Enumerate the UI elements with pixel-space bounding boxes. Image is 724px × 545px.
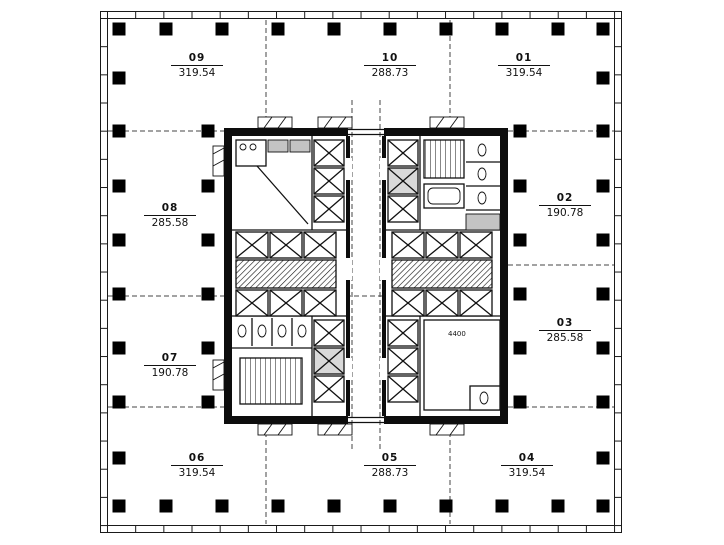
unit-label-04: 04 319.54 (501, 452, 553, 479)
facade-frame (100, 11, 622, 533)
bathroom-fixtures (237, 139, 501, 405)
unit-number: 01 (498, 52, 550, 67)
unit-label-05: 05 288.73 (364, 452, 416, 479)
unit-area: 319.54 (178, 467, 216, 480)
unit-number: 04 (501, 452, 553, 467)
unit-number: 07 (144, 352, 196, 367)
unit-area: 319.54 (508, 467, 546, 480)
unit-area: 285.58 (546, 332, 584, 345)
unit-area: 319.54 (505, 67, 543, 80)
unit-label-07: 07 190.78 (144, 352, 196, 379)
elevator-shaft-boxes (235, 139, 501, 411)
unit-area: 190.78 (151, 367, 189, 380)
unit-label-02: 02 190.78 (539, 192, 591, 219)
unit-area: 319.54 (178, 67, 216, 80)
unit-area: 288.73 (371, 467, 409, 480)
unit-area: 190.78 (546, 207, 584, 220)
structural-columns (112, 22, 610, 513)
unit-number: 03 (539, 317, 591, 332)
core-louver-tabs (212, 116, 465, 436)
unit-label-01: 01 319.54 (498, 52, 550, 79)
unit-area: 288.73 (371, 67, 409, 80)
unit-number: 08 (144, 202, 196, 217)
dimension-label: 4400 (448, 330, 466, 338)
unit-label-09: 09 319.54 (171, 52, 223, 79)
unit-area: 285.58 (151, 217, 189, 230)
unit-number: 10 (364, 52, 416, 67)
unit-label-06: 06 319.54 (171, 452, 223, 479)
unit-number: 02 (539, 192, 591, 207)
unit-number: 06 (171, 452, 223, 467)
unit-boundary-dashes (108, 20, 614, 524)
unit-number: 09 (171, 52, 223, 67)
unit-label-03: 03 285.58 (539, 317, 591, 344)
core-door-gaps (344, 158, 388, 380)
unit-label-10: 10 288.73 (364, 52, 416, 79)
unit-label-08: 08 285.58 (144, 202, 196, 229)
unit-number: 05 (364, 452, 416, 467)
